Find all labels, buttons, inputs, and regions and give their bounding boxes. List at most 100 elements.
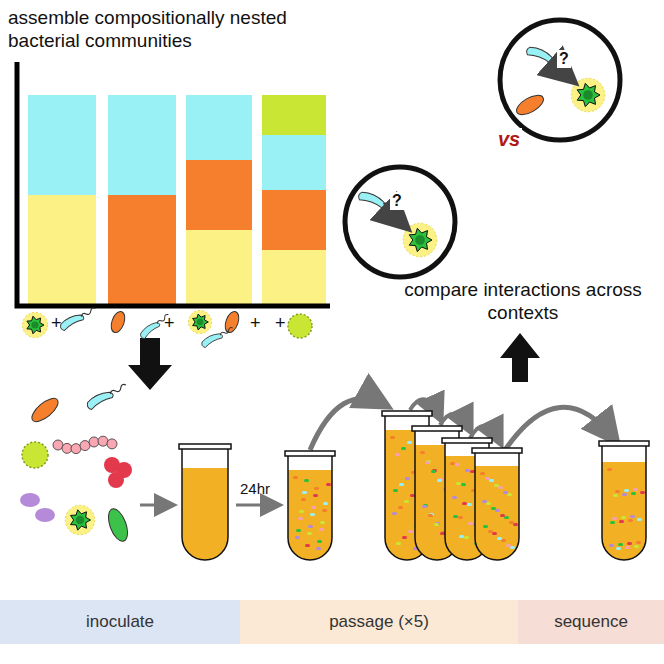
shape [403, 223, 437, 257]
shape [197, 319, 204, 326]
shape [316, 547, 321, 550]
shape [618, 543, 623, 546]
shape [182, 468, 228, 560]
shape [425, 461, 430, 464]
versus-label: vs [496, 128, 522, 151]
test-tube [472, 448, 522, 560]
shape [462, 502, 467, 505]
shape [628, 519, 633, 522]
shape [612, 517, 617, 520]
context-circle [500, 20, 620, 140]
shape [319, 528, 324, 531]
shape [438, 478, 443, 481]
shape [501, 539, 506, 542]
shape [619, 520, 624, 523]
shape [607, 468, 612, 471]
rod-microbe [109, 310, 128, 335]
shape [616, 547, 621, 550]
rod-microbe [514, 91, 547, 118]
shape [65, 505, 94, 534]
shape [412, 426, 462, 431]
shape [482, 500, 487, 503]
shape [432, 469, 437, 472]
shape [634, 545, 639, 548]
test-tube [285, 451, 335, 560]
shape [71, 510, 91, 530]
chain-microbe [62, 443, 72, 453]
chain-microbe [89, 437, 99, 447]
yellow-microbe [403, 223, 437, 257]
shape [302, 491, 307, 494]
shape [571, 78, 605, 112]
shape [435, 522, 440, 525]
purple-microbe [35, 508, 55, 522]
shape [408, 530, 413, 533]
shape [468, 522, 473, 525]
shape [402, 536, 407, 539]
yellow-microbe [65, 505, 94, 534]
shape [599, 441, 649, 446]
shape [80, 307, 96, 318]
shape [320, 521, 325, 524]
shape [625, 546, 630, 549]
shape [461, 483, 466, 486]
shape [498, 486, 503, 489]
shape [314, 487, 319, 490]
shape [193, 314, 209, 330]
chain-microbe [107, 439, 117, 449]
band-label: passage (×5) [329, 612, 429, 632]
shape [609, 544, 614, 547]
shape [495, 509, 500, 512]
shape [304, 479, 309, 482]
plus-sign: + [51, 313, 62, 334]
shape [610, 521, 615, 524]
shape [458, 516, 463, 519]
shape [631, 492, 636, 495]
shape [506, 544, 511, 547]
shape [296, 529, 301, 532]
shape [305, 544, 310, 547]
context-circle [345, 167, 455, 277]
shape [326, 483, 331, 486]
shape [621, 516, 626, 519]
rod-microbe [28, 394, 62, 425]
shape [399, 483, 404, 486]
shape [85, 388, 114, 410]
plus-sign: + [164, 313, 175, 334]
down-arrow [128, 338, 172, 390]
cluster-microbe [108, 472, 124, 488]
shape [510, 546, 515, 549]
test-tube [599, 441, 649, 560]
shape [298, 517, 303, 520]
shape [507, 493, 512, 496]
shape [504, 516, 509, 519]
shape [491, 507, 496, 510]
shape [577, 83, 600, 106]
caption-label: compare interactions across contexts [398, 278, 648, 324]
shape [59, 311, 85, 331]
plus-sign: + [275, 313, 286, 334]
stage-band: passage (×5) [240, 600, 518, 644]
shape [624, 489, 629, 492]
shape [288, 470, 332, 560]
shape [497, 537, 502, 540]
shape [323, 502, 328, 505]
chain-microbe [71, 444, 81, 454]
shape [188, 310, 211, 333]
shape [357, 190, 387, 209]
shape [431, 470, 436, 473]
shape [390, 436, 395, 439]
shape [295, 536, 300, 539]
shape [322, 509, 327, 512]
shape [428, 514, 433, 517]
shape [486, 502, 491, 505]
shape [465, 469, 470, 472]
yellow-microbe [22, 312, 47, 337]
purple-microbe [20, 493, 40, 507]
shape [392, 512, 397, 515]
shape [602, 445, 646, 560]
shape [475, 452, 519, 560]
bar-chart [17, 62, 330, 306]
shape [395, 453, 400, 456]
